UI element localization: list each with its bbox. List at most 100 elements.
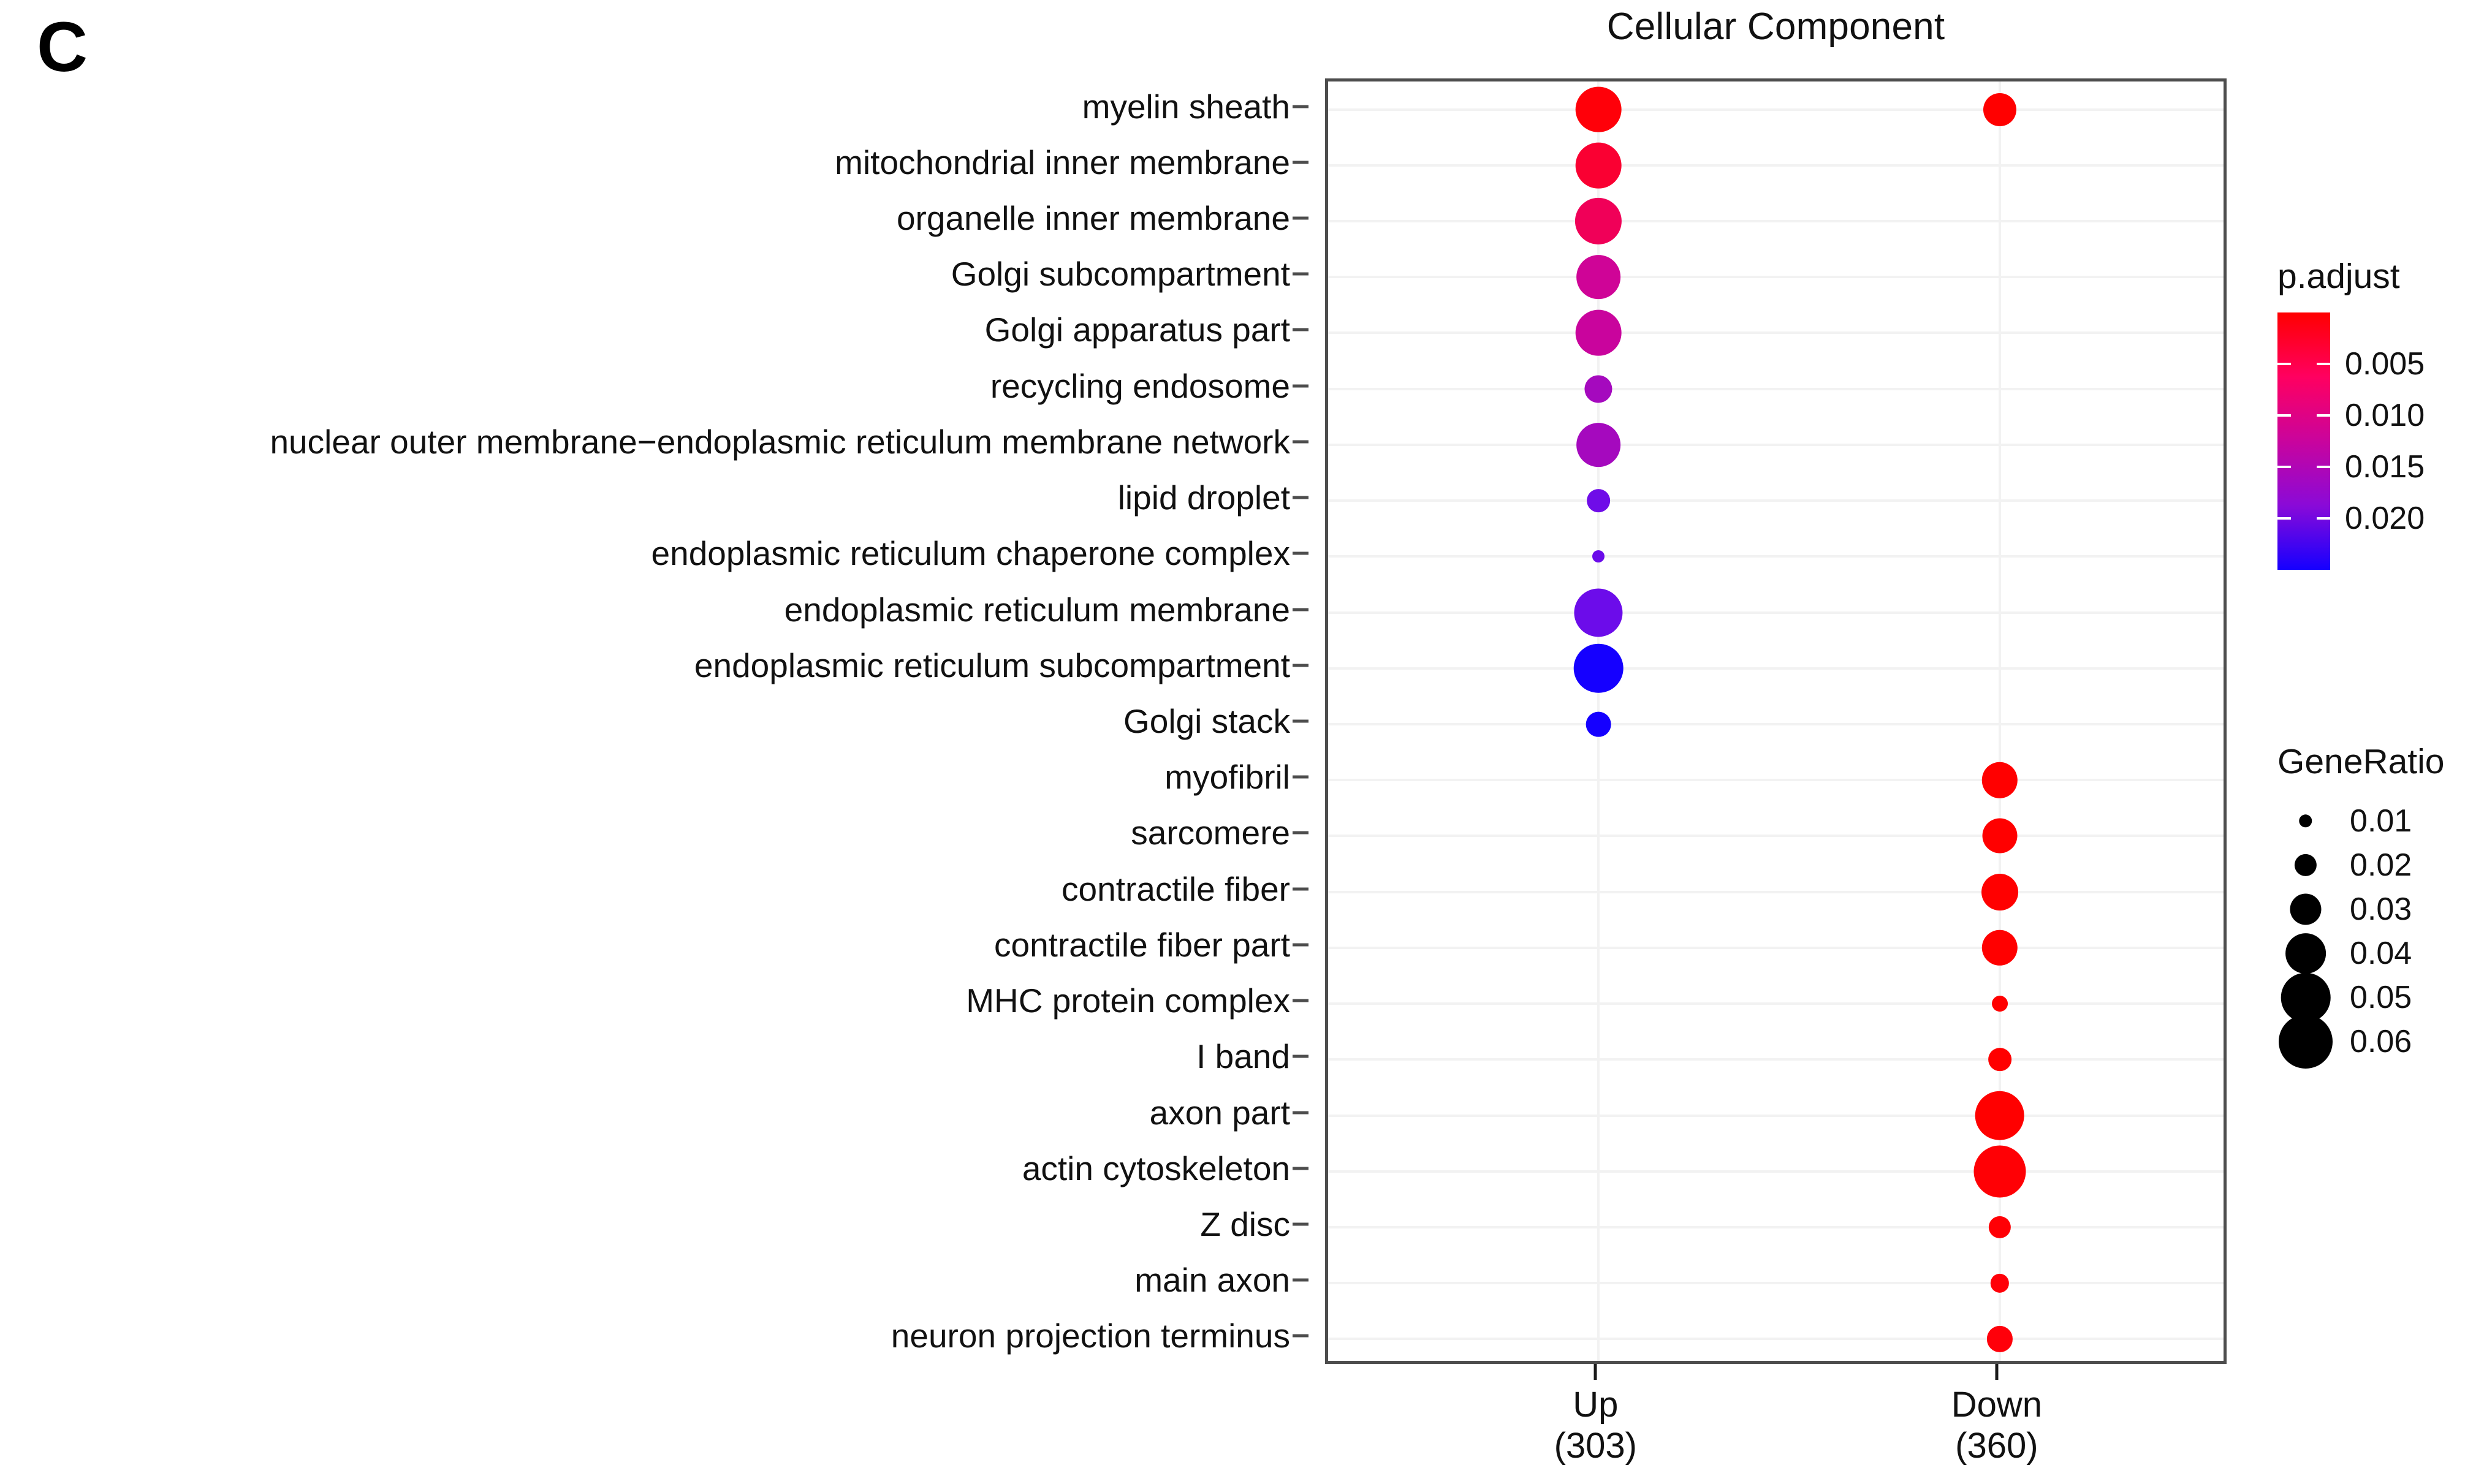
y-axis-tick (1293, 1111, 1308, 1115)
y-axis-tick (1293, 1278, 1308, 1282)
y-axis-label: Golgi apparatus part (984, 311, 1290, 349)
x-axis-tick (1995, 1364, 1999, 1380)
gridline-horizontal (1328, 1338, 2224, 1341)
data-point[interactable] (1981, 873, 2018, 910)
colorbar-tick-label: 0.020 (2345, 501, 2425, 536)
y-axis-label: Golgi stack (1123, 702, 1290, 740)
y-axis-label: MHC protein complex (966, 982, 1290, 1020)
data-point[interactable] (1988, 1216, 2011, 1239)
y-axis-label: recycling endosome (990, 366, 1290, 405)
p-adjust-legend-title: p.adjust (2277, 257, 2400, 296)
colorbar-tick-label: 0.015 (2345, 449, 2425, 485)
y-axis-label: sarcomere (1131, 814, 1290, 852)
y-axis-label-group: myelin sheath mitochondrial inner membran… (0, 78, 1308, 1364)
colorbar-tick (2317, 466, 2330, 468)
y-axis-label: axon part (1149, 1093, 1290, 1132)
data-point[interactable] (1986, 1326, 2013, 1352)
generatio-legend-label: 0.05 (2350, 980, 2412, 1015)
data-point[interactable] (1575, 86, 1622, 132)
gridline-horizontal (1328, 946, 2224, 949)
y-axis-tick (1293, 105, 1308, 108)
y-axis-label: I band (1196, 1037, 1290, 1076)
data-point[interactable] (1991, 996, 2008, 1012)
gridline-horizontal (1328, 1282, 2224, 1285)
gridline-horizontal (1328, 1058, 2224, 1061)
data-point[interactable] (1973, 1145, 2026, 1198)
y-axis-label: actin cytoskeleton (1022, 1149, 1290, 1187)
data-point[interactable] (1584, 375, 1612, 403)
data-point[interactable] (1975, 1091, 2025, 1140)
data-point[interactable] (1576, 255, 1621, 300)
data-point[interactable] (1990, 1274, 2010, 1293)
generatio-legend-item: 0.02 (2277, 843, 2445, 887)
data-point[interactable] (1576, 423, 1621, 467)
y-axis-tick (1293, 999, 1308, 1002)
generatio-legend-label: 0.02 (2350, 847, 2412, 883)
y-axis-label: mitochondrial inner membrane (835, 143, 1290, 181)
generatio-legend-title: GeneRatio (2277, 742, 2445, 781)
colorbar-tick (2317, 517, 2330, 520)
colorbar-tick-label: 0.010 (2345, 398, 2425, 433)
y-axis-label: main axon (1134, 1261, 1290, 1300)
generatio-legend-dot (2290, 893, 2322, 925)
data-point[interactable] (1575, 310, 1622, 356)
colorbar-tick (2277, 517, 2291, 520)
generatio-legend-label: 0.04 (2350, 936, 2412, 971)
y-axis-label: myelin sheath (1082, 87, 1290, 126)
y-axis-label: contractile fiber part (994, 925, 1290, 964)
y-axis-tick (1293, 384, 1308, 388)
data-point[interactable] (1574, 588, 1623, 637)
data-point[interactable] (1982, 818, 2018, 854)
plot-panel (1325, 78, 2227, 1364)
y-axis-tick (1293, 496, 1308, 499)
data-point[interactable] (1983, 93, 2016, 126)
data-point[interactable] (1575, 142, 1622, 189)
data-point[interactable] (1592, 550, 1605, 563)
y-axis-tick (1293, 775, 1308, 779)
gridline-horizontal (1328, 164, 2224, 167)
x-axis-label-count: (303) (1554, 1425, 1637, 1466)
data-point[interactable] (1586, 711, 1611, 737)
gridline-horizontal (1328, 276, 2224, 279)
generatio-legend-item: 0.04 (2277, 931, 2445, 975)
colorbar-tick (2317, 363, 2330, 365)
gridline-horizontal (1328, 611, 2224, 614)
y-axis-label: endoplasmic reticulum chaperone complex (651, 534, 1290, 573)
gridline-horizontal (1328, 555, 2224, 558)
y-axis-tick (1293, 887, 1308, 891)
data-point[interactable] (1575, 197, 1622, 245)
data-point[interactable] (1981, 762, 2018, 798)
y-axis-label: contractile fiber (1062, 869, 1290, 908)
generatio-legend-item: 0.03 (2277, 887, 2445, 931)
y-axis-label: Z disc (1200, 1205, 1290, 1243)
gridline-horizontal (1328, 1170, 2224, 1173)
generatio-legend-dot (2294, 854, 2317, 877)
gridline-horizontal (1328, 1225, 2224, 1228)
data-point[interactable] (1981, 929, 2018, 966)
gridline-horizontal (1328, 387, 2224, 390)
colorbar-tick (2317, 414, 2330, 417)
x-axis-label-count: (360) (1955, 1425, 2038, 1466)
x-axis-label: Up(303) (1554, 1385, 1637, 1466)
y-axis-label: nuclear outer membrane−endoplasmic retic… (270, 422, 1290, 461)
p-adjust-legend: p.adjust 0.005 0.010 0.015 0.020 (2277, 256, 2425, 570)
y-axis-label: endoplasmic reticulum subcompartment (694, 646, 1290, 684)
p-adjust-colorbar: 0.005 0.010 0.015 0.020 (2277, 312, 2425, 570)
generatio-legend-item: 0.05 (2277, 972, 2445, 1023)
y-axis-label: endoplasmic reticulum membrane (784, 590, 1290, 629)
data-point[interactable] (1574, 643, 1624, 694)
gridline-horizontal (1328, 331, 2224, 335)
gridline-vertical (1998, 81, 2001, 1361)
chart-title: Cellular Component (1606, 6, 1945, 48)
colorbar-tick-label: 0.005 (2345, 346, 2425, 382)
y-axis-tick (1293, 719, 1308, 723)
gridline-horizontal (1328, 1002, 2224, 1005)
data-point[interactable] (1587, 489, 1611, 512)
y-axis-label: neuron projection terminus (891, 1317, 1290, 1355)
y-axis-tick (1293, 1222, 1308, 1226)
generatio-legend-dot (2285, 933, 2326, 974)
data-point[interactable] (1988, 1048, 2011, 1072)
y-axis-label: myofibril (1164, 758, 1290, 797)
